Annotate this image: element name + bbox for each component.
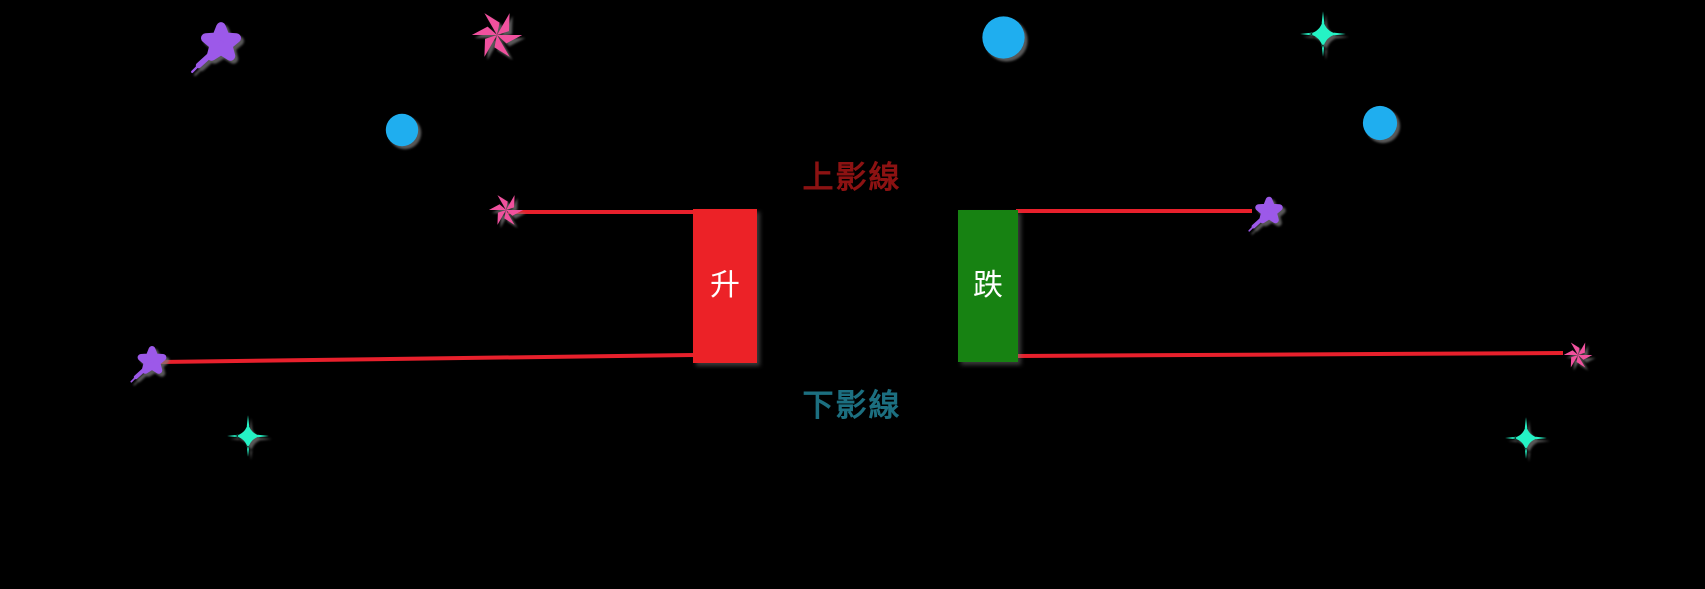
bear-low-price-line (1017, 351, 1564, 358)
pinwheel-star-icon (488, 195, 524, 225)
shooting-star-icon (129, 338, 175, 384)
bearish-candle-label: 跌 (973, 268, 1003, 303)
bullish-candle: 升 (693, 209, 757, 363)
sparkle-icon (1505, 417, 1547, 459)
pinwheel-star-icon (1563, 342, 1593, 368)
lower-shadow-label: 下影線 (802, 387, 902, 424)
upper-shadow-label: 上影線 (802, 159, 902, 196)
bull-low-price-line (159, 353, 695, 364)
pinwheel-star-icon (471, 13, 523, 57)
bearish-candle: 跌 (958, 210, 1018, 362)
bullish-candle-label: 升 (710, 268, 740, 303)
dot-icon (1362, 105, 1398, 141)
sparkle-icon (227, 415, 269, 457)
dot-icon (385, 113, 419, 147)
dot-icon (981, 15, 1025, 59)
sparkle-icon (1300, 11, 1346, 57)
shooting-star-icon (1247, 189, 1291, 233)
shooting-star-icon (189, 11, 253, 75)
